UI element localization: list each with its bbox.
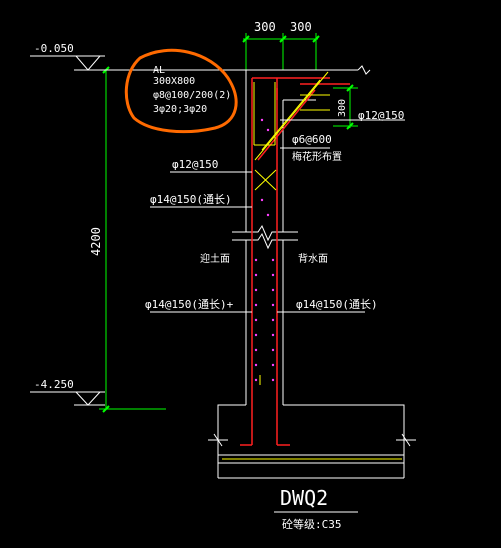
beam-name: AL [153, 65, 165, 76]
dim-total-height: 4200 [89, 227, 103, 256]
dim-side: 300 [337, 99, 348, 117]
label-stagger-note: 梅花形布置 [292, 150, 342, 163]
label-water-side: 背水面 [298, 252, 328, 265]
dim-top-right: 300 [290, 20, 312, 34]
dim-top-left: 300 [254, 20, 276, 34]
label-right-top: φ12@150 [358, 109, 404, 122]
elevation-top: -0.050 [34, 42, 74, 55]
label-left-mid: φ12@150 [172, 158, 218, 171]
label-soil-side: 迎土面 [200, 252, 230, 265]
rebar-lines [240, 77, 350, 446]
label-left-lower: φ14@150(通长)+ [145, 298, 234, 311]
label-right-lower: φ14@150(通长) [296, 298, 378, 311]
elevation-markers [30, 55, 248, 406]
drawing-grade: 砼等级:C35 [282, 517, 342, 531]
beam-stirrup: φ8@100/200(2) [153, 90, 231, 101]
elevation-bottom: -4.250 [34, 378, 74, 391]
label-left-long: φ14@150(通长) [150, 193, 232, 206]
leader-lines [150, 119, 405, 313]
highlight-circle [124, 48, 238, 134]
drawing-title: DWQ2 [280, 486, 328, 510]
beam-size: 300X800 [153, 76, 195, 87]
stirrups [253, 71, 330, 385]
label-stagger: φ6@600 [292, 133, 332, 146]
wall-outline [208, 65, 416, 479]
beam-bars: 3φ20;3φ20 [153, 104, 207, 115]
rebar-dots [254, 118, 275, 382]
